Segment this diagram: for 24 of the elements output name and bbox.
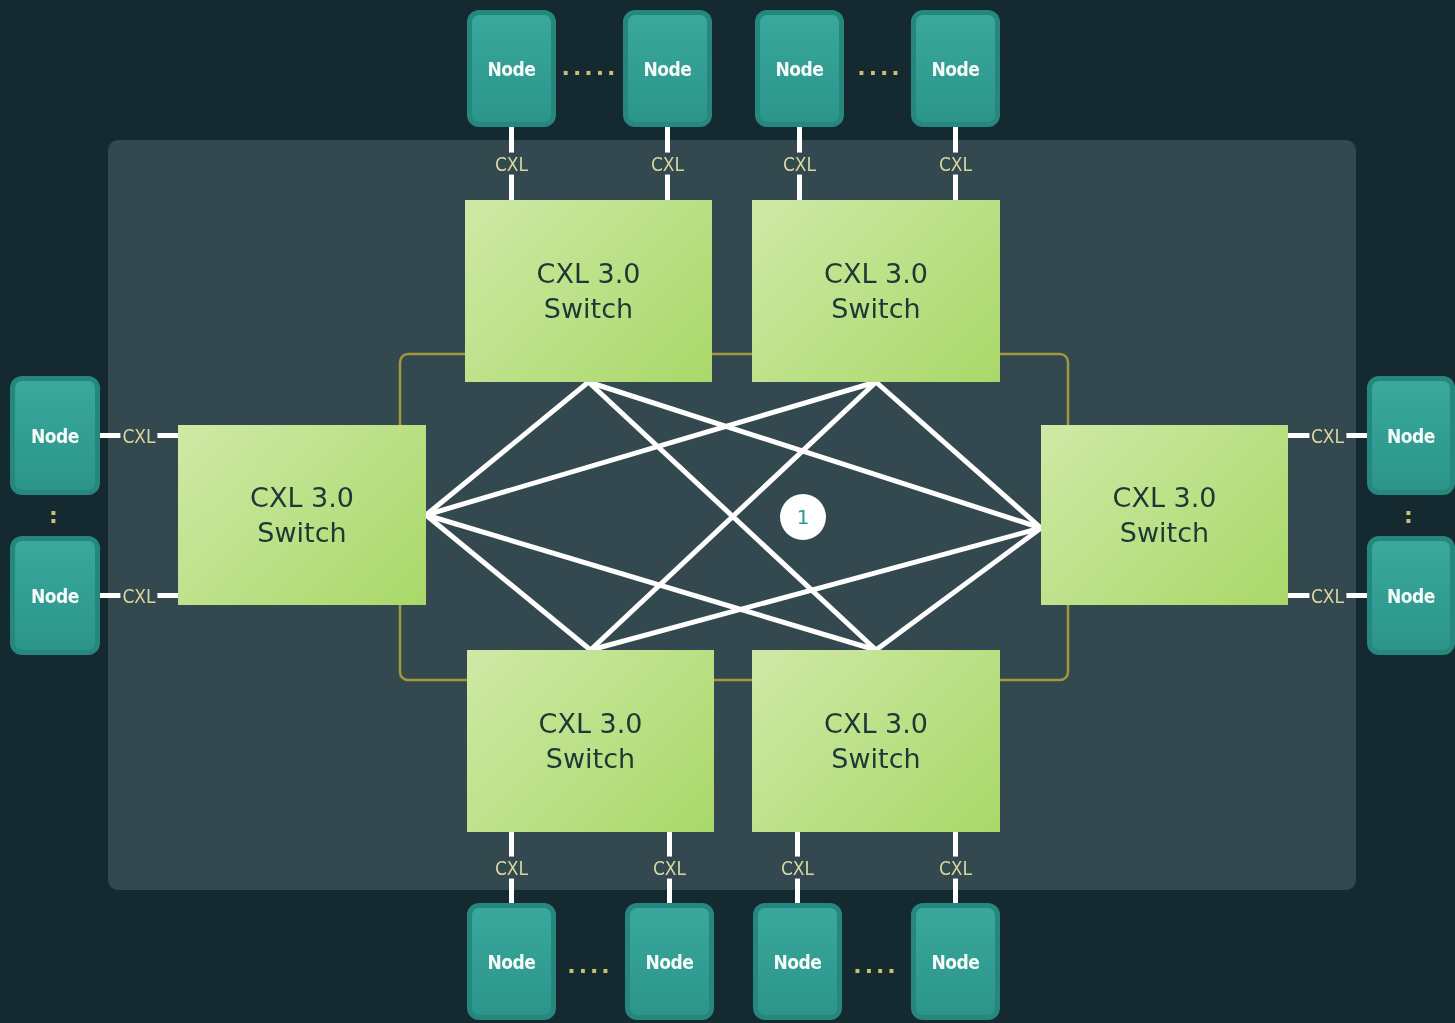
- ellipsis-label: :: [49, 505, 61, 527]
- node-box: Node: [755, 10, 844, 127]
- switch-box: CXL 3.0 Switch: [1041, 425, 1288, 605]
- node-box: Node: [625, 903, 714, 1020]
- node-box: Node: [911, 10, 1000, 127]
- switch-box: CXL 3.0 Switch: [752, 200, 1000, 382]
- node-box: Node: [753, 903, 842, 1020]
- node-box: Node: [1367, 376, 1455, 495]
- ellipsis-label: ....: [857, 57, 903, 79]
- ellipsis-label: ....: [853, 955, 899, 977]
- node-box: Node: [467, 10, 556, 127]
- node-box: Node: [911, 903, 1000, 1020]
- switch-box: CXL 3.0 Switch: [465, 200, 712, 382]
- ellipsis-label: .....: [561, 57, 619, 79]
- switch-box: CXL 3.0 Switch: [752, 650, 1000, 832]
- node-box: Node: [1367, 536, 1455, 655]
- switch-box: CXL 3.0 Switch: [467, 650, 714, 832]
- ellipsis-label: :: [1404, 505, 1416, 527]
- node-box: Node: [10, 376, 100, 495]
- node-box: Node: [10, 536, 100, 655]
- node-box: Node: [467, 903, 556, 1020]
- node-box: Node: [623, 10, 712, 127]
- switch-box: CXL 3.0 Switch: [178, 425, 426, 605]
- ellipsis-label: ....: [567, 955, 613, 977]
